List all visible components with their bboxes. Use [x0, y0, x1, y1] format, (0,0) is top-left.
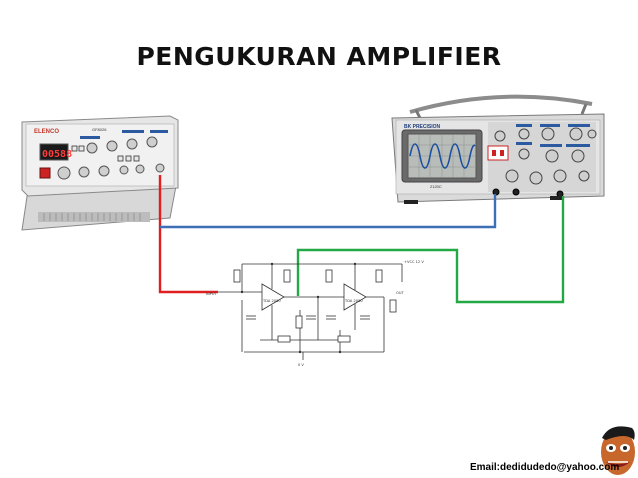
blue-wire — [160, 194, 497, 229]
scope-model: 2120C — [430, 184, 442, 189]
probe-wires — [158, 175, 565, 304]
green-wire — [296, 196, 565, 304]
amplifier-schematic — [218, 262, 403, 360]
opamp-1 — [261, 283, 285, 311]
sine-trace — [409, 143, 476, 169]
avatar — [601, 426, 635, 475]
oscilloscope: BK PRECISION 2120C — [391, 94, 605, 204]
ground-label: 0 V — [298, 363, 304, 367]
input-label: INPUT — [206, 292, 218, 296]
opamp-2 — [343, 283, 367, 311]
opamp-1-label: TDA 2050 — [262, 299, 281, 303]
generator-model: GF8026 — [92, 127, 107, 132]
page-title: PENGUKURAN AMPLIFIER — [136, 42, 502, 71]
supply-label: +VCC 12 V — [404, 260, 424, 264]
footer-email: Email:dedidudedo@yahoo.com — [470, 462, 620, 473]
power-switch[interactable] — [39, 167, 51, 179]
generator-brand: ELENCO — [34, 129, 59, 135]
red-wire — [158, 175, 218, 294]
generator-display: 00588 — [42, 149, 72, 160]
opamp-2-label: TDA 2050 — [344, 299, 363, 303]
function-generator: ELENCO GF8026 00588 — [21, 115, 179, 231]
output-label: OUT — [396, 291, 404, 295]
scope-brand: BK PRECISION — [404, 124, 441, 130]
